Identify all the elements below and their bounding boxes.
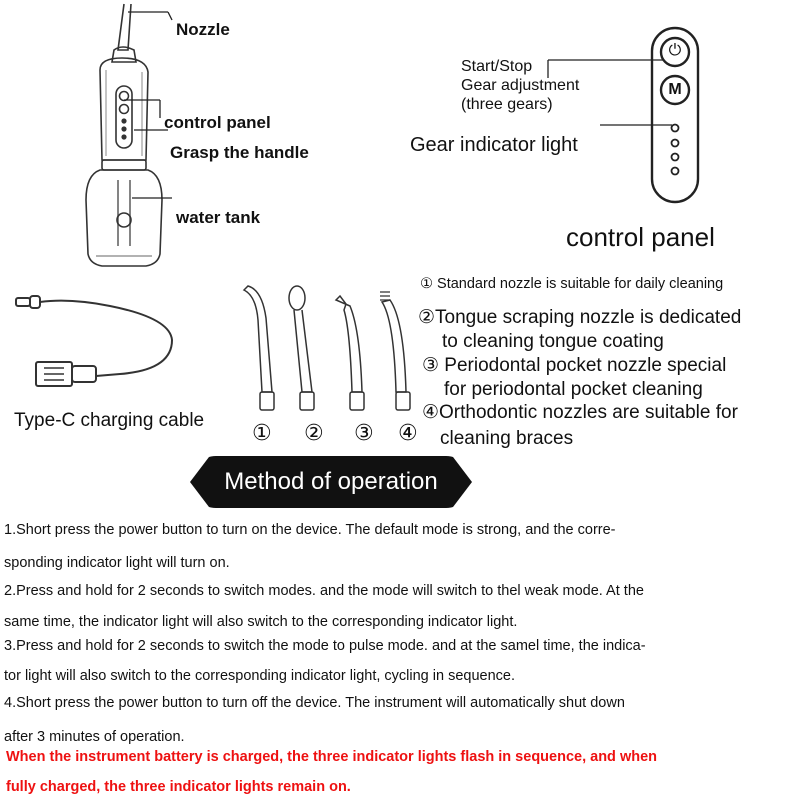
nozzle-number-4: ④ [398,420,418,445]
gear-indicator-label: Gear indicator light [410,134,578,156]
step-3-line-1: 3.Press and hold for 2 seconds to switch… [4,638,646,654]
start-stop-label: Start/Stop [461,58,533,75]
nozzle-number-1: ① [252,420,272,445]
device-water-tank [85,169,163,267]
nozzle-desc-4-line-2: cleaning braces [440,428,574,449]
control-panel-title: control panel [566,222,715,252]
device-illustration [85,3,163,267]
step-4-line-2: after 3 minutes of operation. [4,729,185,745]
nozzle-desc-3: ③ Periodontal pocket nozzle special for … [422,354,726,402]
mode-icon: M [668,81,682,98]
panel-button-labels: Start/Stop Gear adjustment (three gears) [461,57,579,114]
control-panel-label: control panel [164,113,271,132]
nozzle-desc-2-line-2: to cleaning tongue coating [442,331,664,352]
cable-illustration [15,295,174,387]
step-1-line-1: 1.Short press the power button to turn o… [4,522,616,538]
step-4-line-1: 4.Short press the power button to turn o… [4,695,625,711]
device-handle [99,57,149,161]
nozzle-number-3: ③ [354,420,374,445]
nozzle-illustrations [242,285,411,411]
nozzle-desc-4: ④Orthodontic nozzles are suitable for cl… [422,400,738,452]
grasp-handle-label: Grasp the handle [170,143,309,162]
nozzle-desc-3-line-2: for periodontal pocket cleaning [444,379,703,400]
device-control-panel [115,85,133,149]
nozzle-desc-1: ① Standard nozzle is suitable for daily … [420,276,724,292]
nozzle-desc-3-line-1: ③ Periodontal pocket nozzle special [422,355,727,376]
charging-note-line-1: When the instrument battery is charged, … [6,749,657,765]
nozzle-1-shape [242,285,275,411]
method-title: Method of operation [190,456,472,508]
water-tank-label: water tank [176,208,261,227]
control-panel-illustration [650,26,700,204]
nozzle-number-2: ② [304,420,324,445]
nozzle-desc-2-line-1: ②Tongue scraping nozzle is dedicated [418,307,742,328]
nozzle-2-shape [288,285,315,411]
nozzle-4-shape [380,291,411,411]
charging-note-line-2: fully charged, the three indicator light… [6,779,351,795]
cable-label: Type-C charging cable [14,410,205,431]
step-2-line-1: 2.Press and hold for 2 seconds to switch… [4,583,644,599]
nozzle-desc-4-line-1: ④Orthodontic nozzles are suitable for [422,402,738,423]
step-3-line-2: tor light will also switch to the corres… [4,668,515,684]
nozzle-label: Nozzle [176,20,230,39]
three-gears-label: (three gears) [461,96,553,113]
nozzle-3-shape [334,294,365,411]
power-button-shape [659,36,691,68]
nozzle-desc-2: ②Tongue scraping nozzle is dedicated to … [418,306,741,354]
step-1-line-2: sponding indicator light will turn on. [4,555,230,571]
gear-adjustment-label: Gear adjustment [461,77,580,94]
mode-button-shape [659,74,691,106]
power-icon: ⏻ [668,42,682,59]
step-2-line-2: same time, the indicator light will also… [4,614,518,630]
device-nozzle [117,3,132,51]
